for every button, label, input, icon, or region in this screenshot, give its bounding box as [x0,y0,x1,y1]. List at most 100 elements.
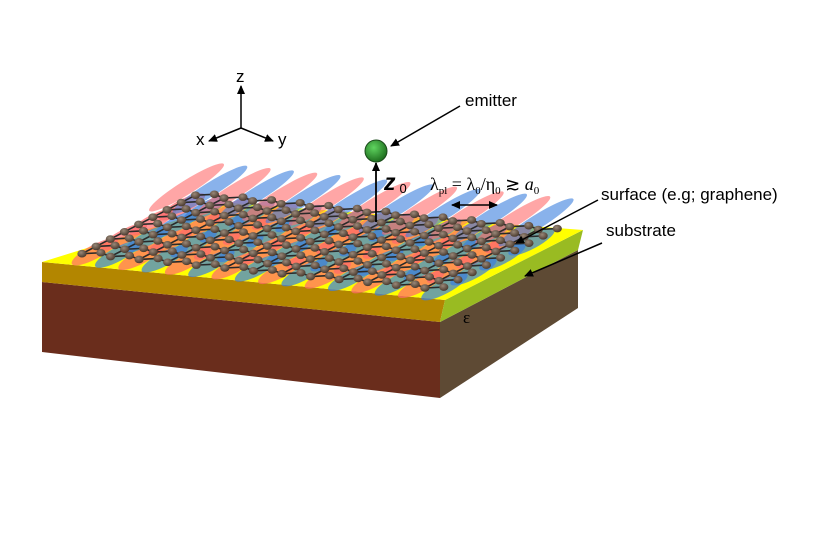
lattice-atom [281,258,292,267]
lattice-atom [77,249,87,258]
wavelength-formula: λpl = λ0/η0 ≳ a0 [430,174,540,209]
lattice-atom [405,274,416,282]
formula-sub-0a: 0 [475,185,481,197]
lattice-atom [462,262,473,270]
lattice-atom [253,238,263,247]
lattice-atom [410,262,420,271]
lattice-atom [419,249,430,257]
lattice-atom [191,226,201,234]
lattice-atom [167,212,177,220]
lattice-atom [296,268,306,277]
lattice-atom [148,230,158,239]
lattice-atom [333,223,344,231]
lattice-atom [209,207,220,216]
lattice-atom [224,218,234,226]
lattice-atom [438,213,448,221]
lattice-atom [124,234,134,242]
lattice-atom [362,208,372,217]
lattice-atom [162,223,172,232]
lattice-atom [424,238,434,246]
lattice-atom [281,223,291,232]
lattice-atom [367,267,377,275]
lattice-atom [120,245,130,254]
lattice-atom [139,244,149,253]
lattice-atom [124,251,135,260]
lattice-atom [352,204,362,213]
lattice-atom [295,199,305,207]
lattice-atom [381,225,391,233]
lattice-atom [362,260,373,269]
lattice-atom [105,235,115,243]
lattice-atom [367,249,377,258]
lattice-atom [176,198,186,207]
lattice-atom [205,219,215,227]
lattice-atom [262,224,272,233]
lattice-atom [467,251,477,259]
lattice-atom [163,258,173,267]
lattice-atom [148,248,158,256]
lattice-atom [324,271,335,280]
lattice-atom [481,261,491,269]
formula-equals: = [447,174,466,194]
lattice-atom [252,203,262,212]
lattice-atom [253,255,263,264]
lattice-atom [295,216,305,225]
z-axis-label: z [236,67,245,86]
lattice-atom [448,234,458,243]
lattice-atom [234,239,244,248]
lattice-atom [248,267,259,275]
lattice-atom [381,207,391,216]
lattice-atom [448,252,458,260]
lattice-atom [491,247,501,256]
lattice-atom [362,243,372,252]
lattice-atom [96,248,106,257]
lattice-atom [305,237,315,246]
lattice-atom [191,243,201,252]
lattice-atom [410,227,420,236]
lattice-atom [438,230,448,239]
lattice-atom [153,254,163,263]
lattice-atom [377,271,387,279]
lattice-atom [234,221,244,230]
lattice-atom [395,235,406,243]
lattice-atom [377,253,387,262]
film-front-face [42,262,445,322]
lattice-atom [367,214,377,223]
lattice-atom [238,193,248,201]
lattice-atom [190,191,201,200]
y-axis-label: y [278,130,287,149]
lattice-atom [348,268,358,276]
film-side-face [440,230,583,322]
lattice-atom [305,255,315,263]
lattice-atom [310,226,320,235]
lattice-atom [352,222,363,230]
lattice-atom [476,219,486,228]
lattice-atom [334,258,344,266]
lattice-atom [495,219,505,227]
lattice-atom [148,213,158,221]
lattice-atom [420,284,430,292]
formula-sub-0b: 0 [495,185,501,197]
lattice-atom [224,235,234,244]
lattice-atom [381,260,392,268]
lattice-atom [310,261,320,270]
lattice-atom [248,214,258,223]
lattice-atom [281,241,291,249]
lattice-atom [210,242,220,251]
lattice-atom [419,214,429,222]
field-lobe [149,163,225,212]
lattice-atom [448,217,458,225]
lattice-atom [410,280,420,288]
lattice-atom [419,231,429,240]
x-axis-label: x [196,130,205,149]
lattice-atom [433,224,444,233]
lattice-atom [220,246,230,255]
emitter-sphere [364,139,388,163]
lattice-atom [91,242,101,251]
lattice-atom [162,240,173,249]
lattice-atom [552,224,562,233]
substrate-label: substrate [606,221,676,240]
lattice-atom [495,236,505,245]
lattice-atom [233,204,244,213]
